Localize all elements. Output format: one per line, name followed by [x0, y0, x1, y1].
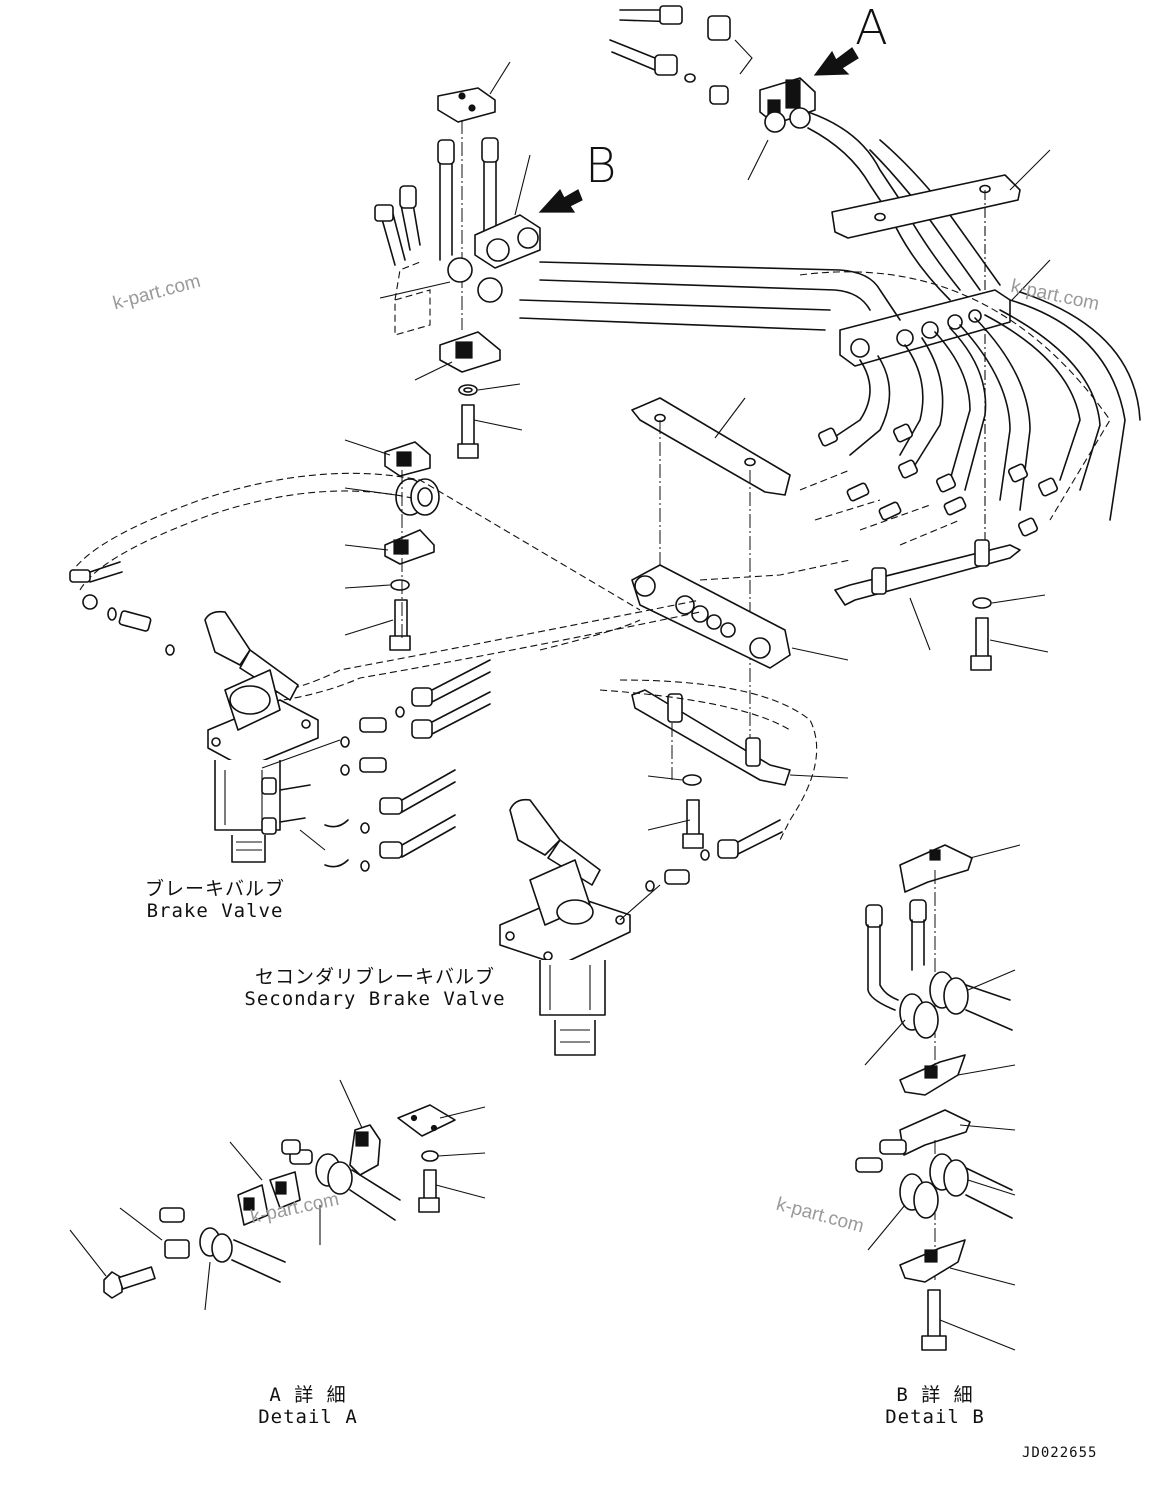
upper-right-multi-hole-clamp [519, 259, 1141, 546]
detail-a-drawing [69, 1079, 486, 1311]
detail-a-label-ja: A 詳 細 [269, 1384, 347, 1406]
center-clamp-plates [631, 397, 1049, 849]
clamp-a-assembly [747, 47, 1001, 301]
ghost-piping [69, 472, 851, 841]
detail-b-drawing [855, 844, 1021, 1351]
drawing-code: JD022655 [1022, 1445, 1098, 1461]
brake-valve-label-en: Brake Valve [146, 900, 284, 922]
upper-right-clamp-plate [831, 149, 1051, 540]
middle-clamp-stack [344, 439, 440, 651]
detail-a-label-en: Detail A [258, 1406, 358, 1428]
view-a-callout: A [855, 0, 888, 56]
brake-valve [69, 561, 319, 863]
top-hose-group [609, 5, 753, 105]
secondary-brake-valve-label-en: Secondary Brake Valve [244, 988, 506, 1010]
brake-valve-label-ja: ブレーキバルブ [144, 878, 286, 900]
detail-b-label-ja: B 詳 細 [896, 1384, 974, 1406]
detail-b-label-en: Detail B [885, 1406, 985, 1428]
view-b-callout: B [585, 138, 617, 194]
secondary-brake-valve [499, 798, 783, 1056]
secondary-brake-valve-label-ja: セコンダリブレーキバルブ [254, 966, 496, 988]
middle-fittings [261, 659, 491, 872]
clamp-b-assembly [374, 61, 583, 459]
